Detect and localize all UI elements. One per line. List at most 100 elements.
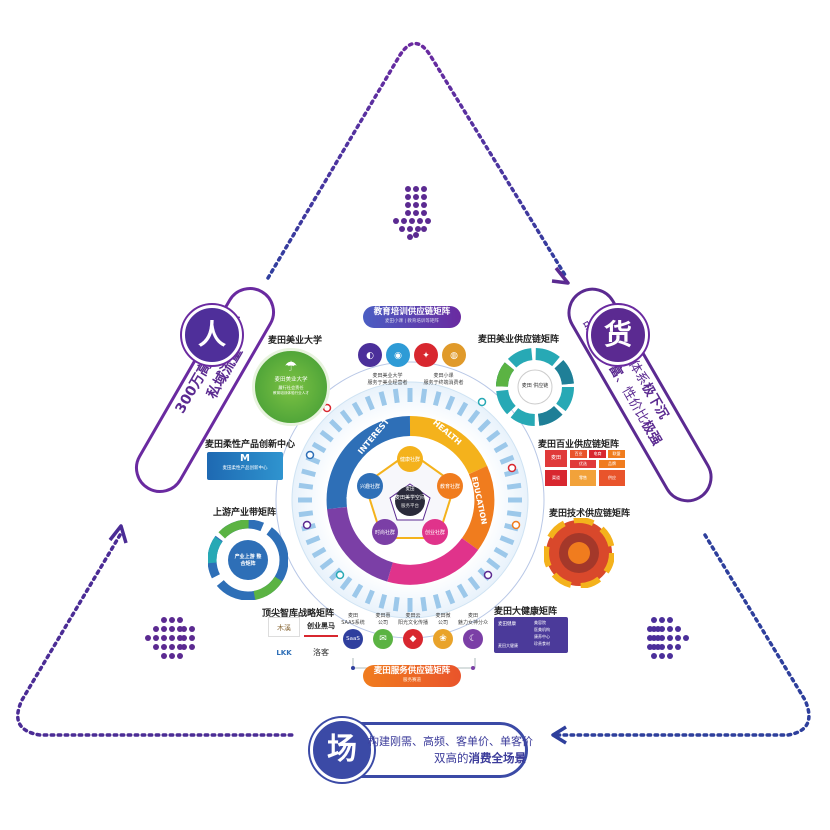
label-university: 麦田美业大学 <box>268 336 323 346</box>
health-badge-3: 康养中心 <box>534 634 550 639</box>
moon-icon: ☾ <box>463 629 483 649</box>
tech-wheel <box>544 518 614 588</box>
node-fashion: 时尚社群 <box>374 530 395 536</box>
arrow-up-left-icon <box>108 524 128 544</box>
health-badge-2: 医美机构 <box>534 627 550 632</box>
svg-text:◍: ◍ <box>450 351 458 361</box>
service-0: 麦田 SAAS系统 SaaS <box>338 612 368 649</box>
university-badge: ☂ 麦田美业大学 履行社会责任 教育培训体验行业人才 <box>252 348 330 426</box>
svg-text:✦: ✦ <box>422 351 430 361</box>
service-2-sub: 阳光文化传播 <box>398 620 429 626</box>
service-2: 麦田云 阳光文化传播 ◆ <box>398 612 428 649</box>
health-badge-5: 麦田大健康 <box>498 643 518 648</box>
label-hundred: 麦田百业供应链矩阵 <box>538 440 620 450</box>
hundred-tile-6: 渠道 <box>545 470 567 486</box>
label-thinktank: 顶尖智库战略矩阵 <box>262 609 335 619</box>
node-business: 创业社群 <box>424 530 445 536</box>
mail-icon: ✉ <box>373 629 393 649</box>
dotted-right-arrow-icon <box>647 617 689 659</box>
logo-lkk: LKK <box>276 649 292 657</box>
node-education: 教育社群 <box>439 484 460 490</box>
hundred-tile-5: 品牌 <box>599 460 625 468</box>
service-0-name: 麦田 <box>347 613 358 619</box>
flexible-badge: M 麦田柔性产品创新中心 <box>207 452 283 480</box>
service-4: 麦田 魅力女神分众 ☾ <box>458 612 488 649</box>
dotted-down-arrow-icon <box>393 186 431 240</box>
health-panel: 麦田健康 美容院 医美机构 康养中心 珍贵食材 麦田大健康 <box>494 617 568 653</box>
hundred-tile-8: 供应 <box>599 470 625 486</box>
service-4-sub: 魅力女神分众 <box>458 620 489 626</box>
svg-text:◐: ◐ <box>366 351 374 361</box>
arc-ring <box>326 415 495 585</box>
logo-chuangye: 创业黑马 <box>304 617 338 637</box>
flexible-badge-text: 麦田柔性产品创新中心 <box>222 466 268 471</box>
hundred-tile-1: 百业 <box>570 450 587 458</box>
label-tech: 麦田技术供应链矩阵 <box>549 509 631 519</box>
label-upstream: 上游产业带矩阵 <box>213 508 277 518</box>
label-flexible: 麦田柔性产品创新中心 <box>205 440 296 450</box>
people-glyph: 人 <box>197 318 226 351</box>
university-badge-line2: 教育培训体验行业人才 <box>273 391 309 395</box>
health-badge-1: 美容院 <box>534 620 546 625</box>
people-glyph-circle: 人 <box>182 305 242 365</box>
service-1-sub: 公司 <box>377 620 388 626</box>
arrow-down-right-icon <box>551 266 570 285</box>
service-1-name: 麦田惠 <box>375 613 391 619</box>
wheel-center-title: 麦田美学空间 <box>394 495 425 501</box>
thinktank-logos: 木溪 创业黑马 LKK 洛客 <box>268 617 338 665</box>
logo-luoke: 洛客 <box>313 648 329 657</box>
scene-line1: 构建刚需、高频、客单价、单客价 <box>368 735 533 748</box>
beauty-wheel-center: 麦田 供应链 <box>521 383 549 389</box>
wheel-center-top: 麦田 <box>405 487 415 492</box>
edu-item-1-line2: 服务于美业经营者 <box>367 380 408 386</box>
svg-text:◉: ◉ <box>394 351 402 361</box>
health-badge-4: 珍贵食材 <box>534 641 550 646</box>
edu-item-2-line2: 服务于终端消费者 <box>423 380 464 386</box>
flexible-logo-icon: M <box>240 453 250 464</box>
scene-glyph-circle: 场 <box>310 718 374 782</box>
node-interest: 兴趣社群 <box>359 484 380 490</box>
diamond-icon: ◆ <box>403 629 423 649</box>
top-banner-title: 教育培训供应链矩阵 <box>373 307 451 317</box>
dotted-left-arrow-icon <box>145 617 195 659</box>
education-icons: ◐ ◉ ✦ ◍ <box>358 343 466 367</box>
node-health: 健康社群 <box>399 457 420 463</box>
services-row: 麦田 SAAS系统 SaaS 麦田惠 公司 ✉ 麦田云 阳光文化传播 ◆ 麦田微… <box>338 612 488 662</box>
hundred-tile-0: 麦田 <box>545 450 567 467</box>
scene-glyph: 场 <box>327 732 357 767</box>
hundred-tile-4: 优选 <box>570 460 596 468</box>
university-badge-line1: 履行社会责任 <box>278 385 304 390</box>
beauty-wheel <box>496 348 574 426</box>
university-badge-name: 麦田美业大学 <box>274 377 308 383</box>
scene-text: 构建刚需、高频、客单价、单客价 双高的消费全场景 <box>368 734 533 766</box>
goods-glyph-circle: 货 <box>588 305 648 365</box>
label-health: 麦田大健康矩阵 <box>494 607 558 617</box>
hundred-tile-3: 联盟 <box>608 450 625 458</box>
university-leaf-icon: ☂ <box>284 359 298 375</box>
bottom-banner-sub: 服务赛道 <box>403 678 421 683</box>
flower-icon: ❀ <box>433 629 453 649</box>
upstream-center: 产业上游 整合矩阵 <box>234 554 262 567</box>
service-2-name: 麦田云 <box>405 613 421 619</box>
wheel-center-bottom: 服务平台 <box>401 504 419 509</box>
edu-item-2-line1: 麦田小课 <box>433 373 454 379</box>
service-4-name: 麦田 <box>467 613 478 619</box>
arrow-left-icon <box>551 725 567 745</box>
goods-glyph: 货 <box>603 318 632 351</box>
service-3: 麦田微 公司 ❀ <box>428 612 458 649</box>
bottom-banner: 麦田服务供应链矩阵 服务赛道 <box>363 665 461 687</box>
hundred-grid: 麦田 百业 电商 联盟 优选 品牌 渠道 零售 供应 <box>545 450 625 486</box>
edu-item-1-line1: 麦田美业大学 <box>372 373 403 379</box>
scene-line2a: 双高的 <box>434 751 469 765</box>
logo-muxi: 木溪 <box>268 617 300 637</box>
scene-line2b: 消费全场景 <box>468 751 527 765</box>
central-hub <box>291 381 529 619</box>
service-3-sub: 公司 <box>437 620 448 626</box>
service-1: 麦田惠 公司 ✉ <box>368 612 398 649</box>
label-beauty: 麦田美业供应链矩阵 <box>478 335 560 345</box>
hundred-tile-2: 电商 <box>589 450 606 458</box>
top-banner: 教育培训供应链矩阵 麦田小课 | 教育培训等矩阵 <box>363 306 461 328</box>
top-banner-sub: 麦田小课 | 教育培训等矩阵 <box>385 319 439 324</box>
bottom-banner-title: 麦田服务供应链矩阵 <box>373 666 451 676</box>
